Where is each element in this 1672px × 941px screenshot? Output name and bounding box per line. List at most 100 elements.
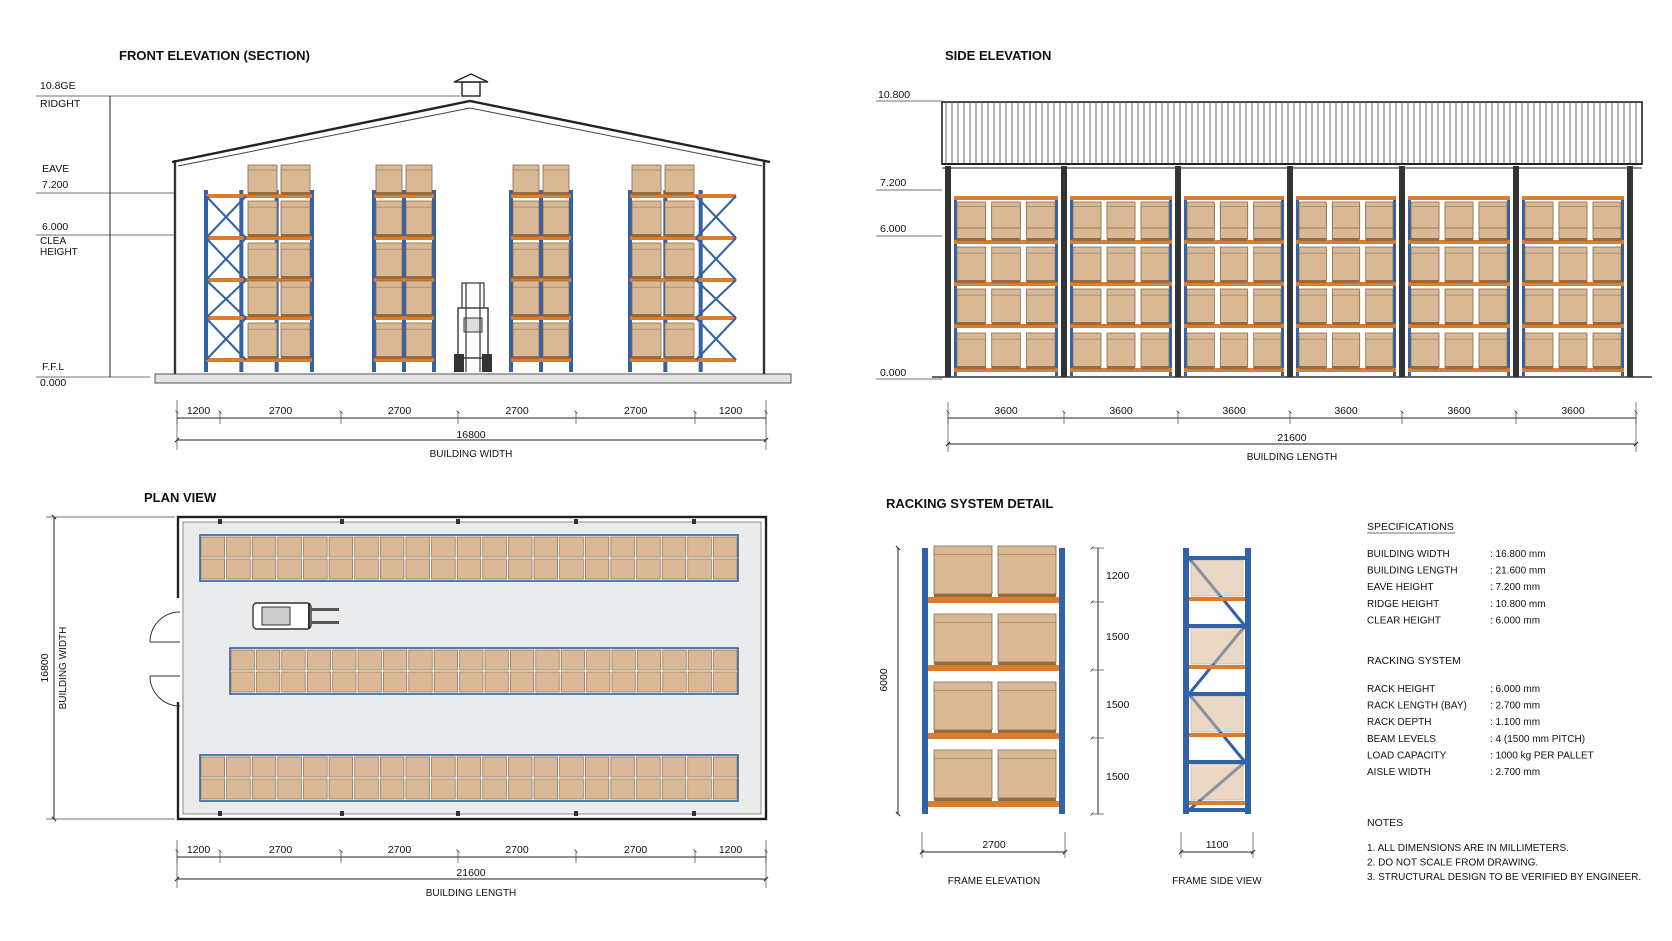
pallet-box	[1298, 288, 1327, 324]
pallet-box	[1186, 288, 1215, 324]
pallet	[1187, 366, 1215, 369]
pallet-box	[687, 756, 712, 778]
pallet-box	[1592, 201, 1622, 229]
pallet-box	[280, 322, 311, 358]
pallet-box	[1025, 201, 1056, 229]
pallet	[632, 276, 661, 279]
rack-beam	[511, 194, 571, 198]
notes-heading: NOTES	[1367, 817, 1403, 829]
plan-rack-row	[199, 754, 739, 802]
pallet-box	[1025, 332, 1056, 368]
pallet	[1220, 366, 1248, 369]
pallet	[376, 356, 402, 359]
level-dim-label: 1200	[1106, 570, 1130, 582]
pallet	[957, 280, 986, 283]
pallet	[934, 594, 992, 597]
pallet-box	[956, 288, 987, 324]
front-dim-label: 1200	[719, 405, 743, 417]
pallet	[406, 192, 432, 195]
pallet-box	[559, 778, 584, 800]
pallet-box	[375, 242, 403, 278]
pallet	[1411, 238, 1439, 241]
post	[456, 519, 460, 524]
pallet	[1479, 280, 1507, 283]
pallet	[376, 192, 402, 195]
pallet-box	[1410, 246, 1440, 282]
pallet-box	[611, 649, 636, 671]
pallet-box	[303, 778, 328, 800]
racking-key: BEAM LEVELS	[1367, 734, 1436, 745]
pallet-box	[1444, 201, 1474, 229]
pallet	[1445, 238, 1473, 241]
rack-beam	[374, 194, 434, 198]
note-line: 3. STRUCTURAL DESIGN TO BE VERIFIED BY E…	[1367, 872, 1641, 883]
pallet-box	[533, 558, 558, 580]
rack-beam	[1522, 240, 1624, 244]
pallet-box	[247, 280, 278, 316]
level-dim-label: 1500	[1106, 771, 1130, 783]
pallet	[281, 314, 310, 317]
plan-row-frame	[199, 534, 739, 582]
pallet-box	[280, 200, 311, 236]
pallet	[248, 276, 277, 279]
rack-beam	[1522, 282, 1624, 286]
front-elevation: FRONT ELEVATION (SECTION) 10.8GE RIDGHT …	[36, 48, 792, 460]
pallet-box	[433, 671, 458, 693]
pallet-box	[1410, 332, 1440, 368]
pallet-box	[456, 778, 482, 800]
pallet-box	[508, 558, 533, 580]
pallet-box	[375, 280, 403, 316]
pallet	[1187, 280, 1215, 283]
pallet-box	[586, 649, 611, 671]
pallet-box	[533, 536, 558, 558]
pallet-box	[482, 536, 507, 558]
pallet-box	[631, 322, 662, 358]
side-floor-level: 0.000	[880, 367, 906, 379]
pallet-box	[512, 164, 540, 194]
pallet	[632, 356, 661, 359]
rack-beam	[1184, 324, 1284, 328]
pallet-box	[997, 545, 1057, 595]
pallet-box	[1478, 201, 1508, 229]
rack-beam	[928, 665, 1059, 671]
pallet-box	[512, 322, 540, 358]
pallet-box	[560, 671, 585, 693]
forklift-front	[454, 282, 492, 372]
pallet-box	[433, 649, 458, 671]
rack-beam	[954, 324, 1058, 328]
side-total-label: BUILDING LENGTH	[1247, 452, 1338, 463]
pallet-box	[357, 649, 382, 671]
pallet	[1445, 322, 1473, 325]
rack-upright	[1070, 198, 1073, 376]
pallet	[998, 798, 1056, 801]
level-dim-label: 1500	[1106, 631, 1130, 643]
pallet	[1107, 238, 1135, 241]
pallet-box	[1186, 201, 1215, 229]
post	[692, 519, 696, 524]
pallet	[248, 192, 277, 195]
pallet-box	[456, 536, 482, 558]
pallet-box	[256, 671, 281, 693]
pallet-box	[277, 558, 302, 580]
pallet-box	[664, 322, 695, 358]
rack-upright	[954, 198, 957, 376]
pallet-box	[380, 778, 405, 800]
pallet	[376, 234, 402, 237]
pallet-box	[375, 200, 403, 236]
pallet-box	[631, 200, 662, 236]
pallet-box	[1186, 246, 1215, 282]
pallet-box	[256, 649, 281, 671]
pallet-box	[226, 558, 251, 580]
pallet-box	[1478, 288, 1508, 324]
racking-key: AISLE WIDTH	[1367, 767, 1431, 778]
rack-beam	[630, 316, 736, 320]
rack-beam	[206, 194, 312, 198]
pallet	[406, 234, 432, 237]
note-line: 2. DO NOT SCALE FROM DRAWING.	[1367, 858, 1538, 869]
pallet	[1026, 322, 1055, 325]
rack-brace	[205, 317, 247, 361]
ffl-value: 0.000	[40, 377, 66, 389]
rack-strut	[1189, 808, 1245, 812]
plan-width-dim: 16800	[39, 653, 51, 682]
pallet	[1299, 366, 1327, 369]
